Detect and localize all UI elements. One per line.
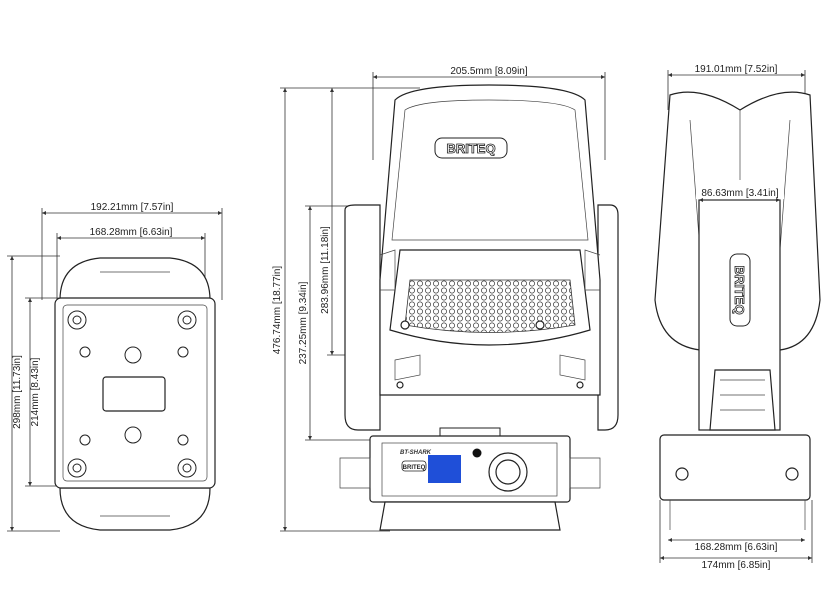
dim-height-inner: 214mm [8.43in]: [30, 357, 41, 426]
dim-width-outer: 192.21mm [7.57in]: [91, 202, 174, 213]
side-logo-text: BRITEQ: [732, 265, 747, 314]
model-name: BT-SHARK: [400, 450, 432, 456]
base-logo-text: BRITEQ: [403, 465, 426, 471]
dim-base-outer: 174mm [6.85in]: [702, 560, 771, 571]
dim-label-backing: [696, 186, 784, 199]
side-view: 191.01mm [7.52in] BRITEQ 168.28mm [6.63i…: [654, 64, 821, 571]
control-knob: [495, 459, 521, 485]
dim-total-height: 476.74mm [18.77in]: [272, 266, 283, 355]
dim-yoke-height: 237.25mm [9.34in]: [298, 281, 309, 364]
side-base: [659, 434, 811, 501]
handle-bottom: [59, 487, 211, 531]
yoke-arm-left: [344, 204, 381, 431]
dim-head-height: 283.96mm [11.18in]: [320, 226, 331, 314]
handle-top: [59, 257, 211, 301]
mounting-holes: [67, 310, 197, 478]
mode-button: [472, 448, 482, 458]
dim-head-depth: 191.01mm [7.52in]: [695, 64, 778, 75]
logo-text: BRITEQ: [446, 141, 495, 156]
dim-width-inner: 168.28mm [6.63in]: [90, 227, 173, 238]
dim-base-inner: 168.28mm [6.63in]: [695, 542, 778, 553]
dim-height-outer: 298mm [11.73in]: [12, 355, 23, 429]
lens-grid: [404, 279, 576, 333]
dim-head-width: 205.5mm [8.09in]: [450, 66, 527, 77]
logo: [434, 137, 508, 159]
front-view: 205.5mm [8.09in] 476.74mm [18.77in] 237.…: [272, 66, 619, 532]
dim-yoke-depth: 86.63mm [3.41in]: [701, 188, 778, 199]
yoke-arm-right: [597, 204, 619, 431]
base-housing: [369, 435, 571, 503]
lcd-display: [428, 455, 461, 483]
bottom-view: 192.21mm [7.57in] 168.28mm [6.63in] 298m…: [7, 202, 223, 532]
